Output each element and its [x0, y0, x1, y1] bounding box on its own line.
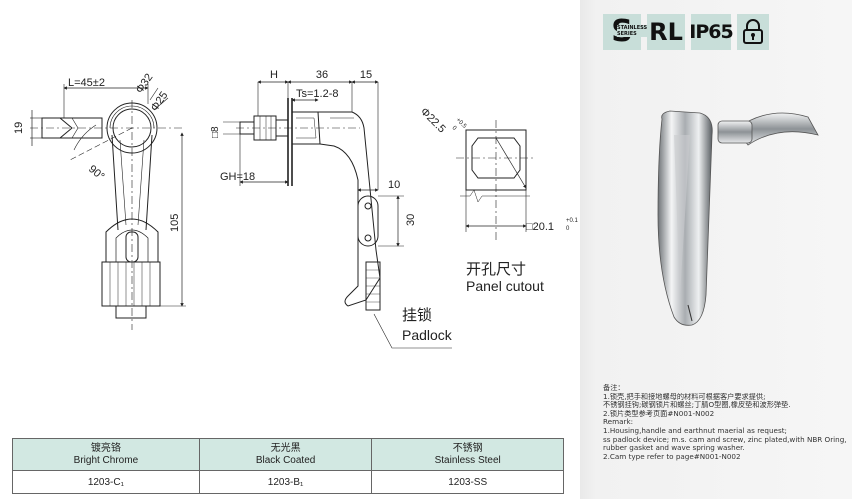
remark-line: 1.锁壳,把手和接地螺母的材料可根据客户要求提供;: [603, 392, 766, 401]
cutout-sq-label: □20.1: [526, 221, 554, 233]
remarks: 备注： 1.锁壳,把手和接地螺母的材料可根据客户要求提供; 不锈钢挂钩;碳钢锁片…: [603, 384, 847, 461]
ip65-badge: IP65: [689, 14, 734, 50]
front-view: [30, 84, 186, 330]
finish-en: Black Coated: [255, 454, 316, 466]
finish-en: Bright Chrome: [73, 454, 139, 466]
dim-l-label: L=45±2: [68, 77, 105, 89]
remark-line: 2.Cam type refer to page#N001-N002: [603, 452, 741, 461]
dim-30-label: 30: [405, 214, 417, 226]
remark-line: 备注：: [603, 384, 625, 392]
finish-code: 1203-C₁: [12, 470, 200, 494]
side-view: [223, 80, 452, 349]
dim-105-label: 105: [169, 214, 181, 232]
dim-h-label: H: [270, 69, 278, 81]
padlock-en-label: Padlock: [402, 327, 453, 343]
dim-15-label: 15: [360, 69, 372, 81]
rl-badge: RL: [647, 14, 685, 50]
cutout-cn-label: 开孔尺寸: [466, 261, 526, 278]
dim-gh-label: GH=18: [220, 171, 255, 183]
dim-ts-label: Ts=1.2-8: [296, 88, 339, 100]
dim-19-label: 19: [13, 122, 25, 134]
cutout-sq-tol-top: +0.1: [566, 218, 579, 224]
cutout-en-label: Panel cutout: [466, 278, 544, 294]
finish-code: 1203-SS: [371, 470, 564, 494]
remark-line: 2.锁片类型参考页面#N001-N002: [603, 409, 715, 418]
lock-icon: [743, 19, 763, 44]
finish-cn: 镀亮铬: [90, 442, 121, 454]
finish-en: Stainless Steel: [434, 454, 501, 466]
dim-angle-label: 90°: [86, 163, 106, 183]
product-panel: [580, 0, 852, 499]
dim-phi32-label: Φ32: [134, 72, 156, 96]
finish-cn: 无光黑: [270, 442, 301, 454]
drawing-area: L=45±2 Φ32 Φ25 19 90° 105: [12, 69, 579, 494]
dim-sq8-label: □8: [210, 126, 221, 138]
finish-code-row: 1203-C₁ 1203-B₁ 1203-SS: [12, 470, 564, 494]
remark-line: 不锈钢挂钩;碳钢锁片和螺丝;丁腈O型圈,橡皮垫和波形弹垫.: [603, 401, 791, 410]
padlock-cn-label: 挂锁: [402, 307, 432, 324]
dim-phi25-label: Φ25: [149, 90, 171, 114]
cutout-sq-tol-bot: 0: [566, 226, 570, 232]
finish-cn: 不锈钢: [452, 442, 483, 454]
panel-cutout-view: [456, 120, 536, 240]
dim-36-label: 36: [316, 69, 328, 81]
stainless-sub-line2: SERIES: [617, 31, 637, 37]
lock-badge: [737, 14, 769, 50]
finish-code: 1203-B₁: [198, 470, 373, 494]
cutout-phi-tol-top: +0.5: [455, 117, 468, 130]
product-photo: [657, 110, 819, 326]
stainless-sub-line1: STAINLESS: [617, 25, 648, 31]
cutout-phi-label: Φ22.5: [418, 106, 448, 136]
remark-line: ss padlock device; m.s. cam and screw, z…: [603, 435, 847, 444]
technical-drawing: L=45±2 Φ32 Φ25 19 90° 105: [13, 69, 579, 349]
cutout-phi-tol-bot: 0: [451, 125, 458, 132]
remark-line: rubber gasket and wave spring washer.: [603, 444, 745, 453]
remark-line: Remark:: [603, 418, 634, 427]
dim-10-label: 10: [388, 179, 400, 191]
remark-line: 1.Housing,handle and earthnut maerial as…: [603, 426, 787, 435]
